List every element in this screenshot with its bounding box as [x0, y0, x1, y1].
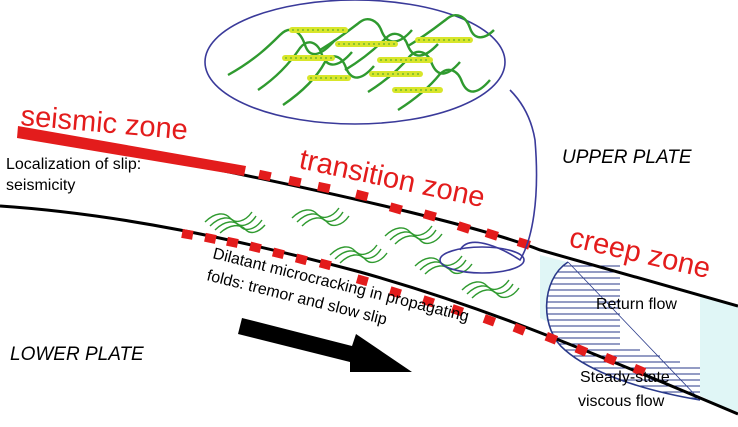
upper-plate-label: UPPER PLATE: [562, 147, 692, 168]
localization-note-line1: Localization of slip:: [6, 156, 141, 173]
fold-cluster: [461, 279, 520, 299]
arrow-right-icon: [238, 318, 412, 372]
return-flow-label: Return flow: [596, 296, 677, 313]
steady-state-note-line1: Steady-state: [580, 369, 670, 386]
fold-cluster: [204, 211, 266, 234]
magnified-folds: [227, 14, 495, 112]
fold-cluster: [384, 225, 443, 245]
localization-note-line2: seismicity: [6, 177, 75, 194]
transition-dashes-upper: [258, 169, 531, 250]
transition-dashes-lower: [181, 229, 647, 377]
seismic-zone-bar: [17, 126, 246, 176]
fold-cluster: [291, 207, 350, 227]
fold-cluster: [329, 244, 388, 264]
lower-plate-label: LOWER PLATE: [10, 344, 144, 365]
steady-state-note-line2: viscous flow: [578, 393, 665, 410]
